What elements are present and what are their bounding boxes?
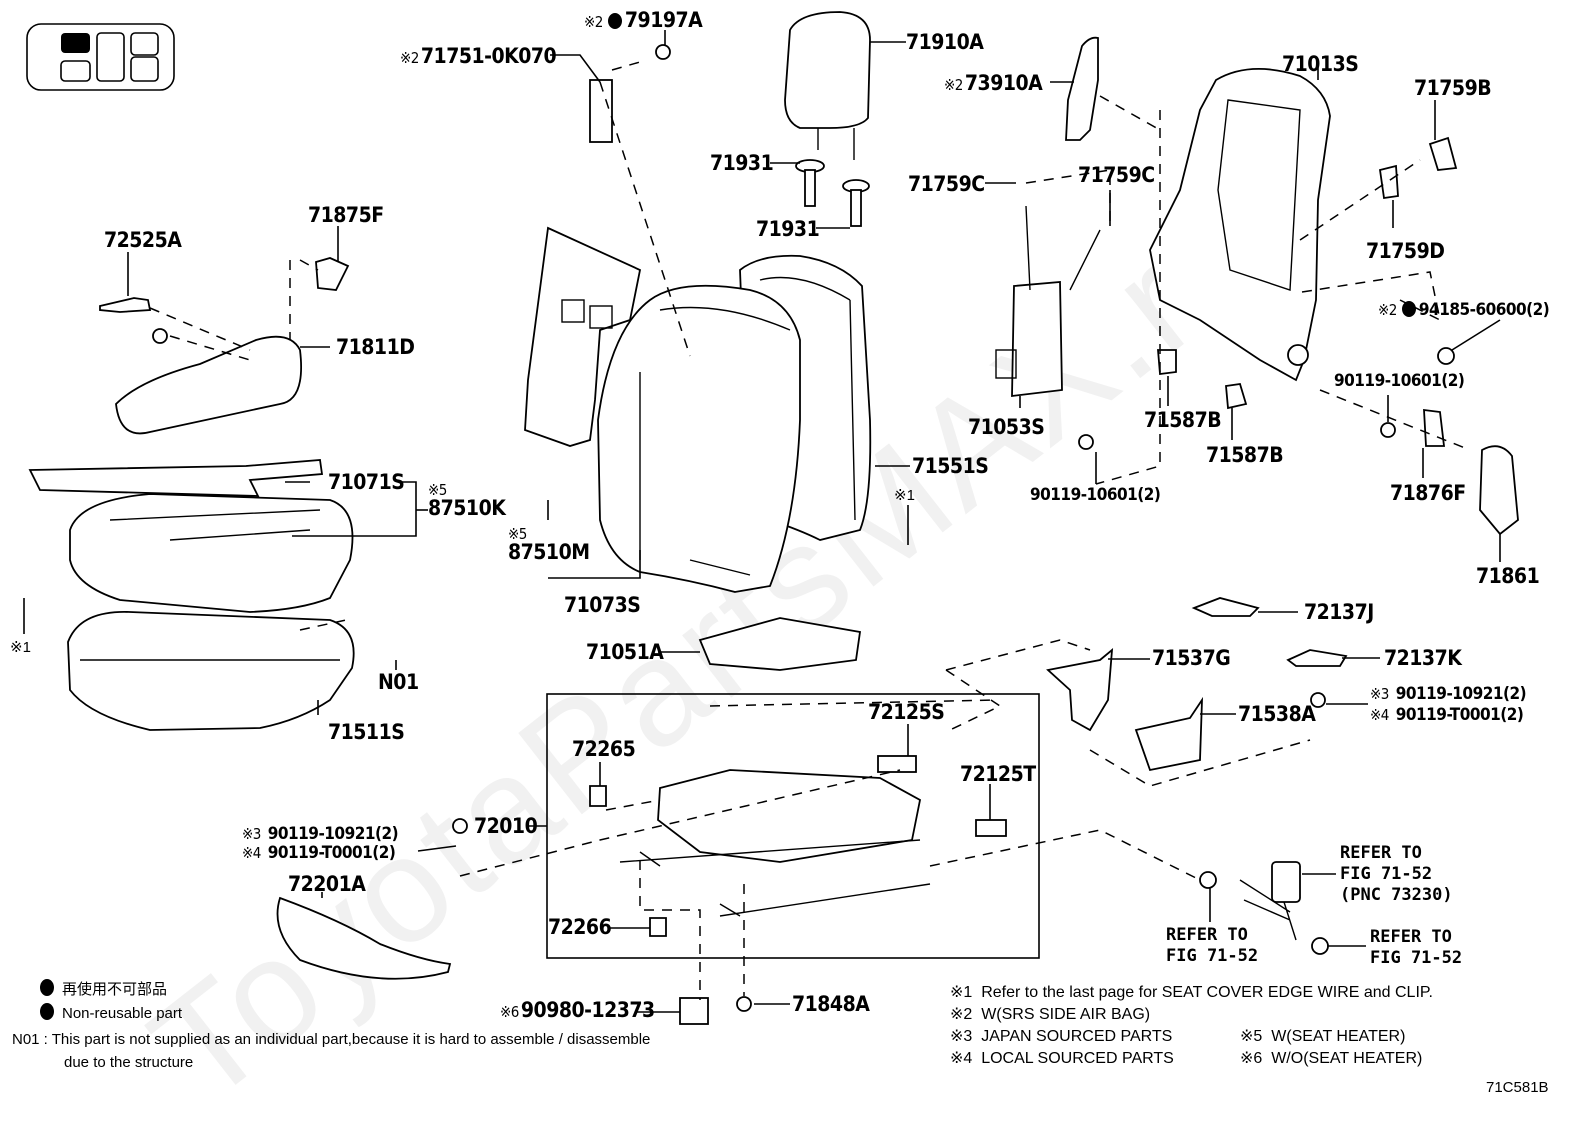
clip-mark-left: ※1 [10, 639, 31, 656]
exploded-parts-drawing [23, 11, 1519, 1025]
part-label-72125T[interactable]: 72125T [960, 762, 1036, 786]
refer-to-buckle[interactable]: REFER TO FIG 71-52 (PNC 73230) [1340, 843, 1453, 905]
inner-cover-71537g-drawing [1046, 647, 1114, 732]
part-label-71848A[interactable]: 71848A [792, 992, 870, 1016]
part-label-71587B-a[interactable]: 71587B [1144, 408, 1222, 432]
inner-cover-71538a-drawing [1134, 696, 1204, 772]
part-label-71759D[interactable]: 71759D [1366, 239, 1445, 263]
side-airbag-drawing [1065, 36, 1099, 141]
part-label-71931-a[interactable]: 71931 [710, 151, 774, 175]
part-label-71861[interactable]: 71861 [1476, 564, 1540, 588]
seatback-cover-drawing [597, 254, 872, 593]
cover-71875f-drawing [315, 257, 350, 291]
fasteners-drawing [152, 44, 1519, 1025]
part-label-72265[interactable]: 72265 [572, 737, 636, 761]
part-label-71053S[interactable]: 71053S [968, 415, 1045, 439]
part-label-71073S[interactable]: 71073S [564, 593, 641, 617]
seat-cushion-drawing [67, 493, 355, 731]
part-label-72266[interactable]: 72266 [548, 915, 612, 939]
part-label-72137J[interactable]: 72137J [1304, 600, 1374, 624]
assembly-dashed-lines [149, 61, 1471, 1000]
cover-72137j-drawing [1191, 597, 1260, 617]
part-label-71511S[interactable]: 71511S [328, 720, 405, 744]
part-label-90119-10601-center[interactable]: 90119-10601(2) [1030, 485, 1161, 505]
part-label-71759C-b[interactable]: 71759C [1078, 163, 1155, 187]
cover-72137k-drawing [1286, 649, 1348, 667]
seatback-frame-drawing [1149, 68, 1331, 382]
footnote-1: ※1 Refer to the last page for SEAT COVER… [950, 984, 1433, 1001]
n01-note-line1: N01 : This part is not supplied as an in… [12, 1031, 651, 1048]
part-label-71875F[interactable]: 71875F [308, 203, 384, 227]
lumbar-support-drawing [995, 205, 1101, 398]
part-label-72201A[interactable]: 72201A [288, 872, 366, 896]
part-label-71759B[interactable]: 71759B [1414, 76, 1492, 100]
footnote-6: ※6 W/O(SEAT HEATER) [1240, 1050, 1423, 1067]
side-shield-drawing [115, 335, 302, 435]
leader-lines [23, 30, 1501, 1013]
legend-nonreusable-en: Non-reusable part [40, 1003, 182, 1022]
footnote-4: ※4 LOCAL SOURCED PARTS [950, 1050, 1174, 1067]
part-label-73910A[interactable]: ※273910A [944, 71, 1043, 95]
part-label-71538A[interactable]: 71538A [1238, 702, 1316, 726]
part-label-71537G[interactable]: 71537G [1152, 646, 1231, 670]
part-label-71587B-b[interactable]: 71587B [1206, 443, 1284, 467]
bolt-pair-label-right[interactable]: ※3 90119-10921(2) ※4 90119-T0001(2) [1370, 684, 1527, 725]
seatback-board-drawing [524, 226, 642, 447]
part-label-72125S[interactable]: 72125S [868, 700, 945, 724]
figure-code: 71C581B [1486, 1079, 1549, 1096]
headrest-drawing [784, 11, 871, 160]
part-label-90119-10601-right[interactable]: 90119-10601(2) [1334, 371, 1465, 391]
part-label-71759C-a[interactable]: 71759C [908, 172, 985, 196]
clip-mark-center: ※1 [894, 487, 915, 504]
part-label-71811D[interactable]: 71811D [336, 335, 415, 359]
part-label-72525A[interactable]: 72525A [104, 228, 182, 252]
part-label-71013S[interactable]: 71013S [1282, 52, 1359, 76]
part-label-71910A[interactable]: 71910A [906, 30, 984, 54]
part-label-71051A[interactable]: 71051A [586, 640, 664, 664]
legend-nonreusable-jp: 再使用不可部品 [40, 978, 167, 999]
seat-heater-drawing [28, 459, 324, 497]
n01-note-line2: due to the structure [64, 1054, 194, 1071]
part-label-71551S[interactable]: 71551S [912, 454, 989, 478]
seat-spring-drawing [698, 617, 862, 671]
part-label-N01[interactable]: N01 [378, 670, 419, 694]
part-label-72010[interactable]: 72010 [474, 814, 538, 838]
bolt-pair-label-left[interactable]: ※3 90119-10921(2) ※4 90119-T0001(2) [242, 824, 399, 863]
part-label-71931-b[interactable]: 71931 [756, 217, 820, 241]
refer-to-left-nut[interactable]: REFER TO FIG 71-52 [1166, 925, 1259, 966]
part-label-71876F[interactable]: 71876F [1390, 481, 1466, 505]
part-label-72137K[interactable]: 72137K [1384, 646, 1462, 670]
seat-adjuster-drawing [619, 769, 931, 917]
part-label-71071S[interactable]: 71071S [328, 470, 405, 494]
part-label-90980-12373[interactable]: ※690980-12373 [500, 998, 655, 1022]
nonreusable-dot-icon [1401, 301, 1416, 317]
seat-belt-buckle-drawing [1199, 861, 1329, 955]
cover-72525a-drawing [99, 297, 152, 313]
nonreusable-dot-icon [40, 1003, 54, 1020]
headrest-guide-drawing [795, 159, 870, 227]
footnote-2: ※2 W(SRS SIDE AIR BAG) [950, 1006, 1151, 1023]
part-label-71751-0K070[interactable]: ※271751-0K070 [400, 44, 557, 68]
footnote-3: ※3 JAPAN SOURCED PARTS [950, 1028, 1173, 1045]
nonreusable-dot-icon [607, 13, 622, 29]
refer-to-right-nut[interactable]: REFER TO FIG 71-52 [1370, 927, 1463, 968]
footnote-5: ※5 W(SEAT HEATER) [1240, 1028, 1406, 1045]
nonreusable-dot-icon [40, 979, 54, 996]
seat-position-indicator [26, 23, 175, 91]
